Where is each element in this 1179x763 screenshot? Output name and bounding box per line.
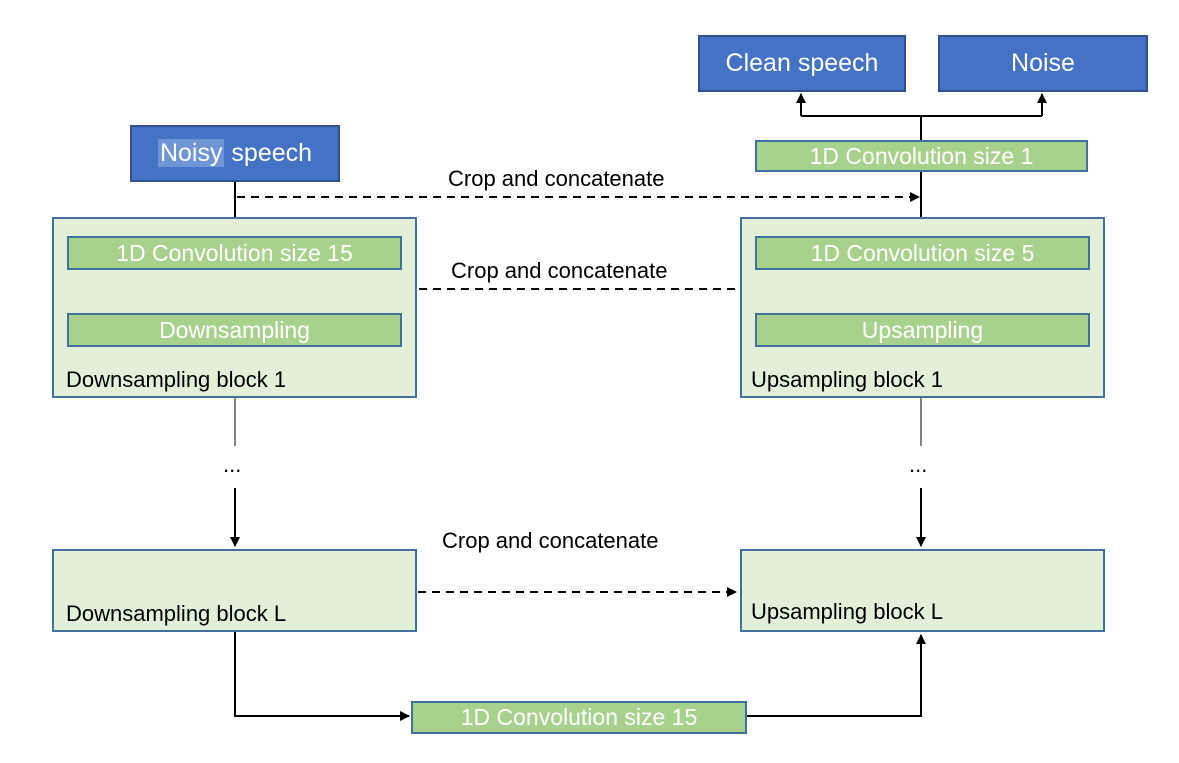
skip-label-top: Crop and concatenate [448,166,665,191]
clean-speech-label: Clean speech [725,49,879,77]
downsampling-block-L: Downsampling block L [52,549,417,632]
noise-label: Noise [1011,49,1075,77]
down1-downsampling-bar: Downsampling [67,313,402,347]
bottleneck-to-up-L-arrow [747,634,926,717]
clean-speech-box: Clean speech [698,35,906,92]
noisy-highlight: Noisy [157,139,225,167]
skip-label-bottom: Crop and concatenate [442,528,659,553]
up1-upsampling-label: Upsampling [861,316,984,343]
down1-downsampling-label: Downsampling [159,316,310,343]
upsampling-block-1-label: Upsampling block 1 [751,367,943,392]
up1-upsampling-bar: Upsampling [755,313,1090,347]
downsampling-block-L-label: Downsampling block L [66,601,287,626]
down1-conv-bar: 1D Convolution size 15 [67,236,402,270]
skip-label-middle: Crop and concatenate [451,258,668,283]
downsampling-block-1-label: Downsampling block 1 [66,367,287,392]
noisy-speech-rest: speech [224,139,313,167]
bottleneck-conv-label: 1D Convolution size 15 [460,704,698,730]
up1-conv-label: 1D Convolution size 5 [810,239,1035,266]
noise-box: Noise [938,35,1148,92]
noisy-speech-box: Noisy speech [130,125,340,182]
bottleneck-conv-bar: 1D Convolution size 15 [411,701,747,734]
noisy-speech-label: Noisy speech [157,139,313,168]
up1-conv-bar: 1D Convolution size 5 [755,236,1090,270]
final-conv-label: 1D Convolution size 1 [809,142,1034,169]
left-ellipsis: ... [223,452,242,477]
upsampling-block-L: Upsampling block L [740,549,1105,632]
right-ellipsis: ... [909,452,928,477]
upsampling-block-L-label: Upsampling block L [751,599,943,624]
down-L-to-bottleneck-arrow [234,632,410,721]
final-conv-bar: 1D Convolution size 1 [755,140,1088,172]
down1-conv-label: 1D Convolution size 15 [116,239,353,266]
